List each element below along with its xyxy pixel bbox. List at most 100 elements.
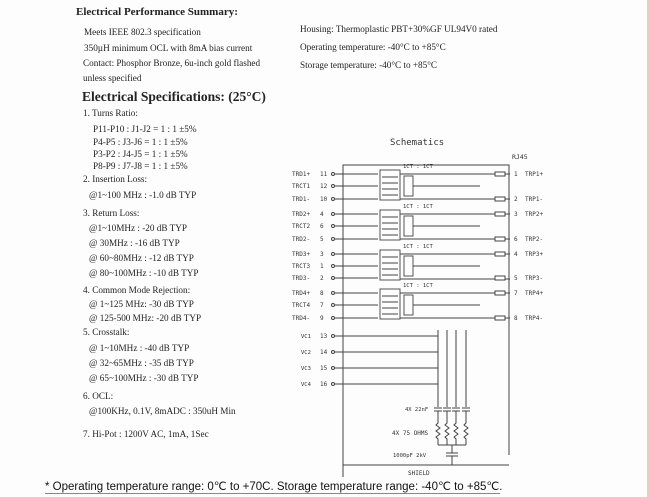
right-pin-name: TRP1+	[525, 171, 543, 178]
right-pin-number: 8	[514, 315, 518, 322]
common-mode-choke-icon	[379, 288, 401, 320]
pin-terminal	[331, 172, 335, 176]
spec-value: @ 30MHz : -16 dB TYP	[89, 238, 180, 248]
right-pin-number: 3	[514, 211, 518, 218]
housing-line: Housing: Thermoplastic PBT+30%GF UL94V0 …	[300, 24, 498, 34]
page-edge	[647, 0, 650, 497]
ratio-label: 1CT : 1CT	[403, 204, 433, 210]
connector-label: RJ45	[512, 153, 528, 161]
left-pin-name: TRCT4	[292, 302, 310, 309]
right-pin-name: TRP2-	[525, 236, 543, 243]
right-pin-number: 2	[514, 196, 518, 203]
resistor-label: 4X 75 OHMS	[392, 430, 429, 437]
summary-title: Electrical Performance Summary:	[76, 6, 238, 18]
rj45-contact	[494, 171, 506, 177]
transformer-icon	[403, 175, 414, 197]
pin-terminal	[331, 303, 335, 307]
left-pin-name: TRD4+	[292, 290, 310, 297]
spec-value: P4-P5 : J3-J6 = 1 : 1 ±5%	[93, 137, 188, 147]
schematic-title: Schematics	[390, 138, 444, 148]
ratio-label: 1CT : 1CT	[403, 164, 433, 170]
spec-value: @1~10MHz : -20 dB TYP	[89, 223, 187, 233]
left-pin-number: 1	[320, 263, 324, 270]
spec-value: @100KHz, 0.1V, 8mADC : 350uH Min	[89, 406, 236, 416]
spec-value: P8-P9 : J7-J8 = 1 : 1 ±5%	[93, 161, 188, 171]
right-pin-name: TRP4+	[525, 290, 543, 297]
rj45-contact	[494, 290, 506, 296]
spec-value: @ 32~65MHz : -35 dB TYP	[89, 358, 194, 368]
footnote-underline	[45, 493, 500, 494]
right-pin-name: TRP3-	[525, 275, 543, 282]
right-pin-number: 5	[514, 275, 518, 282]
spec-heading: 7. Hi-Pot : 1200V AC, 1mA, 1Sec	[83, 429, 209, 439]
resistor-icon	[463, 411, 469, 445]
storage-temp-line: Storage temperature: -40°C to +85°C	[300, 60, 438, 70]
spec-heading: 1. Turns Ratio:	[83, 108, 138, 118]
summary-line: unless specified	[83, 73, 142, 83]
pin-terminal	[331, 237, 335, 241]
left-pin-name: TRD3+	[292, 251, 310, 258]
resistor-icon	[453, 411, 459, 445]
rj45-contact	[494, 236, 506, 242]
left-pin-number: 6	[320, 223, 324, 230]
operating-temp-line: Operating temperature: -40°C to +85°C	[300, 42, 446, 52]
vc-pin-number: 13	[320, 333, 328, 340]
pin-terminal	[331, 334, 335, 338]
capacitor-label: 4X 22nF	[405, 407, 428, 413]
summary-line: 350µH minimum OCL with 8mA bias current	[84, 43, 253, 53]
left-pin-number: 4	[320, 211, 324, 218]
spec-value: @ 65~100MHz : -30 dB TYP	[89, 373, 199, 383]
left-pin-number: 11	[320, 171, 328, 178]
pin-terminal	[331, 276, 335, 280]
vc-pin-name: VC3	[301, 366, 311, 372]
pin-terminal	[331, 366, 335, 370]
pin-terminal	[331, 184, 335, 188]
spec-heading: 6. OCL:	[83, 391, 114, 401]
transformer-icon	[403, 215, 414, 237]
left-pin-number: 12	[320, 183, 328, 190]
pin-terminal	[331, 291, 335, 295]
rj45-contact	[494, 251, 506, 257]
left-pin-name: TRD1+	[292, 171, 310, 178]
left-pin-name: TRD2+	[292, 211, 310, 218]
spec-value: @ 60~80MHz : -12 dB TYP	[89, 253, 194, 263]
common-mode-choke-icon	[379, 249, 401, 281]
rj45-contact	[494, 211, 506, 217]
hv-capacitor-label: 1000pF 2kV	[393, 453, 427, 459]
spec-value: P3-P2 : J4-J5 = 1 : 1 ±5%	[93, 149, 188, 159]
footnote: * Operating temperature range: 0℃ to +70…	[45, 481, 503, 493]
common-mode-choke-icon	[379, 169, 401, 201]
vc-pin-number: 14	[320, 349, 328, 356]
left-pin-number: 5	[320, 236, 324, 243]
left-pin-name: TRCT1	[292, 183, 310, 190]
ratio-label: 1CT : 1CT	[403, 244, 433, 250]
right-pin-number: 1	[514, 171, 518, 178]
left-pin-name: TRD3-	[292, 275, 310, 282]
left-pin-number: 10	[320, 196, 328, 203]
spec-heading: 4. Common Mode Rejection:	[83, 285, 191, 295]
vc-pin-number: 16	[320, 381, 328, 388]
spec-heading: 2. Insertion Loss:	[83, 174, 148, 184]
rj45-contact	[494, 315, 506, 321]
spec-heading: 5. Crosstalk:	[83, 327, 130, 337]
right-pin-number: 7	[514, 290, 518, 297]
vc-pin-number: 15	[320, 365, 328, 372]
resistor-icon	[444, 411, 450, 445]
vc-pin-name: VC4	[301, 382, 312, 388]
left-pin-number: 7	[320, 302, 324, 309]
right-pin-number: 6	[514, 236, 518, 243]
left-pin-name: TRD4-	[292, 315, 310, 322]
spec-heading: 3. Return Loss:	[83, 208, 140, 218]
pin-terminal	[331, 224, 335, 228]
right-pin-number: 4	[514, 251, 518, 258]
right-pin-name: TRP2+	[525, 211, 543, 218]
ratio-label: 1CT : 1CT	[403, 283, 433, 289]
left-pin-name: TRCT3	[292, 263, 310, 270]
transformer-icon	[403, 294, 414, 316]
spec-value: @ 125-500 MHz: -20 dB TYP	[89, 313, 202, 323]
spec-value: @1~100 MHz : -1.0 dB TYP	[89, 190, 197, 200]
pin-terminal	[331, 212, 335, 216]
spec-value: P11-P10 : J1-J2 = 1 : 1 ±5%	[93, 124, 197, 134]
left-pin-number: 3	[320, 251, 324, 258]
